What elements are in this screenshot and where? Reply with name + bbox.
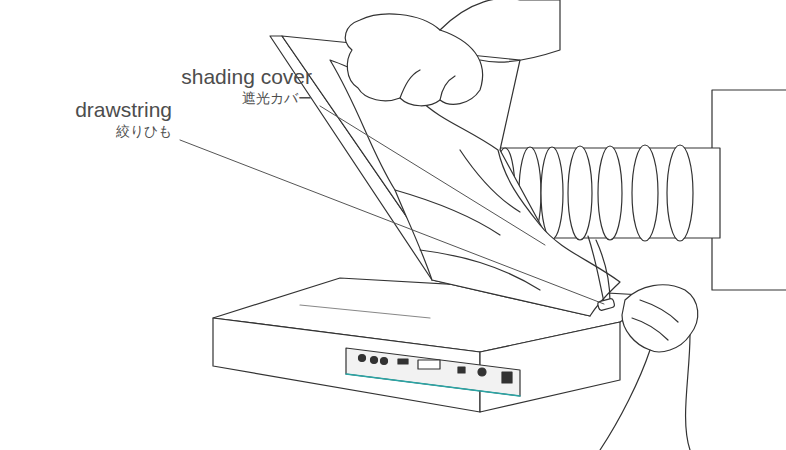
jack (478, 368, 486, 376)
connector-panel (346, 348, 520, 396)
jack (371, 357, 378, 364)
vga-port (418, 360, 440, 369)
fabric-fold (395, 190, 500, 235)
base-edge (300, 305, 430, 318)
port (458, 367, 465, 373)
part-name: drawstring (75, 97, 172, 122)
jack (381, 358, 388, 365)
part-name-ja: 絞りひも (116, 123, 172, 140)
part-name-ja: 遮光カバー (242, 90, 312, 107)
lens-ring (541, 147, 563, 239)
jack (359, 355, 366, 362)
drawstring-cord (588, 236, 610, 302)
lens-ring (568, 146, 592, 240)
finger-line (400, 70, 455, 100)
fabric-fold (460, 150, 520, 212)
upper-arm (440, 0, 560, 62)
panel-line (346, 374, 520, 396)
lens-ring (598, 146, 622, 240)
part-name: shading cover (181, 64, 312, 89)
power-switch (502, 372, 512, 383)
leader-line (180, 140, 604, 304)
lower-arm (600, 335, 690, 450)
lens-ring (632, 145, 658, 241)
port (398, 359, 408, 364)
cord-stopper (597, 298, 615, 311)
panel-recess (346, 348, 520, 396)
lower-hand (622, 285, 698, 352)
camera-body (712, 90, 786, 290)
upper-hand (345, 14, 482, 106)
finger-line (632, 300, 678, 340)
lens-ring (667, 145, 693, 241)
leader-line (320, 106, 545, 245)
